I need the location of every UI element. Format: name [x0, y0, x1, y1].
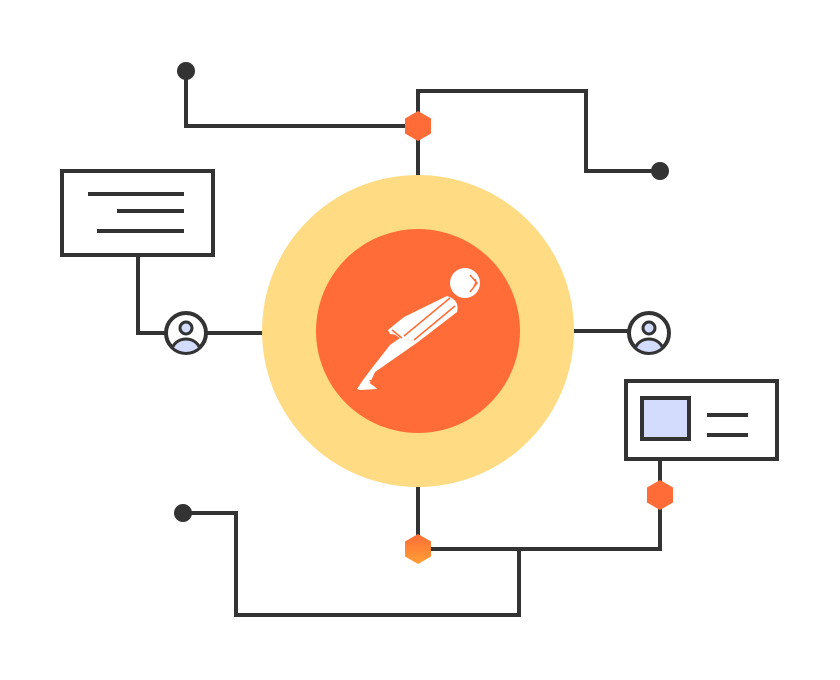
hexagon-node-icon: [647, 480, 673, 510]
hexagon-node-icon: [405, 111, 431, 141]
connector-left-card: [136, 255, 166, 335]
endpoint-dot-right: [651, 162, 669, 180]
postman-astronaut-logo: [357, 268, 480, 390]
profile-card-icon: [624, 379, 779, 461]
connector-top-left: [184, 71, 420, 178]
connector-top-right: [416, 89, 660, 173]
endpoint-dot-bottom: [174, 504, 192, 522]
hexagon-node-icon: [405, 534, 431, 564]
connector-bottom-left: [183, 511, 521, 617]
endpoint-dot-top: [177, 62, 195, 80]
text-card-icon: [60, 169, 215, 257]
user-circle-icon: [627, 311, 671, 355]
user-circle-icon: [164, 311, 208, 355]
